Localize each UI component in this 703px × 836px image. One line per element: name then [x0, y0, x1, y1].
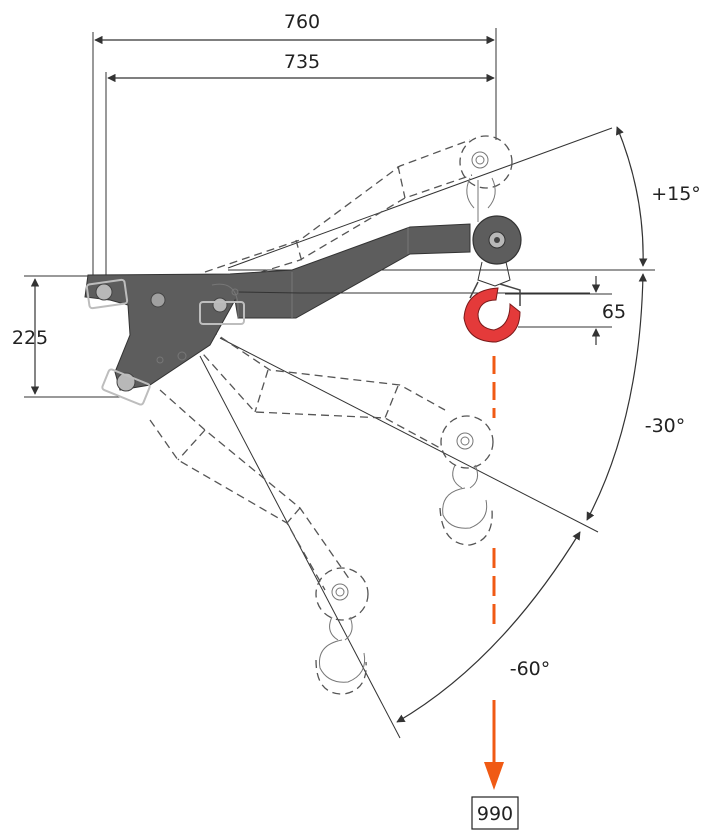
dimension-735: 735: [105, 51, 495, 292]
hook-body: [463, 287, 521, 343]
angle-arcs: +15° -30° -60°: [396, 126, 701, 723]
drop-arrow-head: [484, 762, 504, 790]
angle-down-mid-label: -30°: [645, 415, 686, 437]
dimension-225: 225: [12, 275, 120, 398]
dimension-760-label: 760: [284, 11, 320, 33]
pivot-top-left: [95, 283, 113, 301]
angle-reference-lines: [199, 127, 655, 739]
dimension-735-label: 735: [284, 51, 320, 73]
ghost-arm-mid: [194, 329, 494, 546]
dimension-760: 760: [92, 11, 497, 292]
dimension-65: 65: [505, 276, 626, 345]
dimension-65-label: 65: [602, 301, 626, 323]
dimension-225-label: 225: [12, 327, 48, 349]
ghost-arm-down: [149, 389, 369, 695]
drop-indicator: 990: [471, 356, 519, 830]
arm-body: [84, 223, 471, 391]
crane-arm-main: [84, 215, 590, 406]
angle-down-max-label: -60°: [510, 658, 551, 680]
crane-hook: [463, 281, 521, 343]
drop-height-label: 990: [477, 803, 513, 825]
drop-height-box: [471, 796, 519, 830]
angle-up-label: +15°: [651, 183, 701, 205]
ghost-arm-up: [204, 135, 513, 289]
pivot-center: [212, 297, 228, 313]
